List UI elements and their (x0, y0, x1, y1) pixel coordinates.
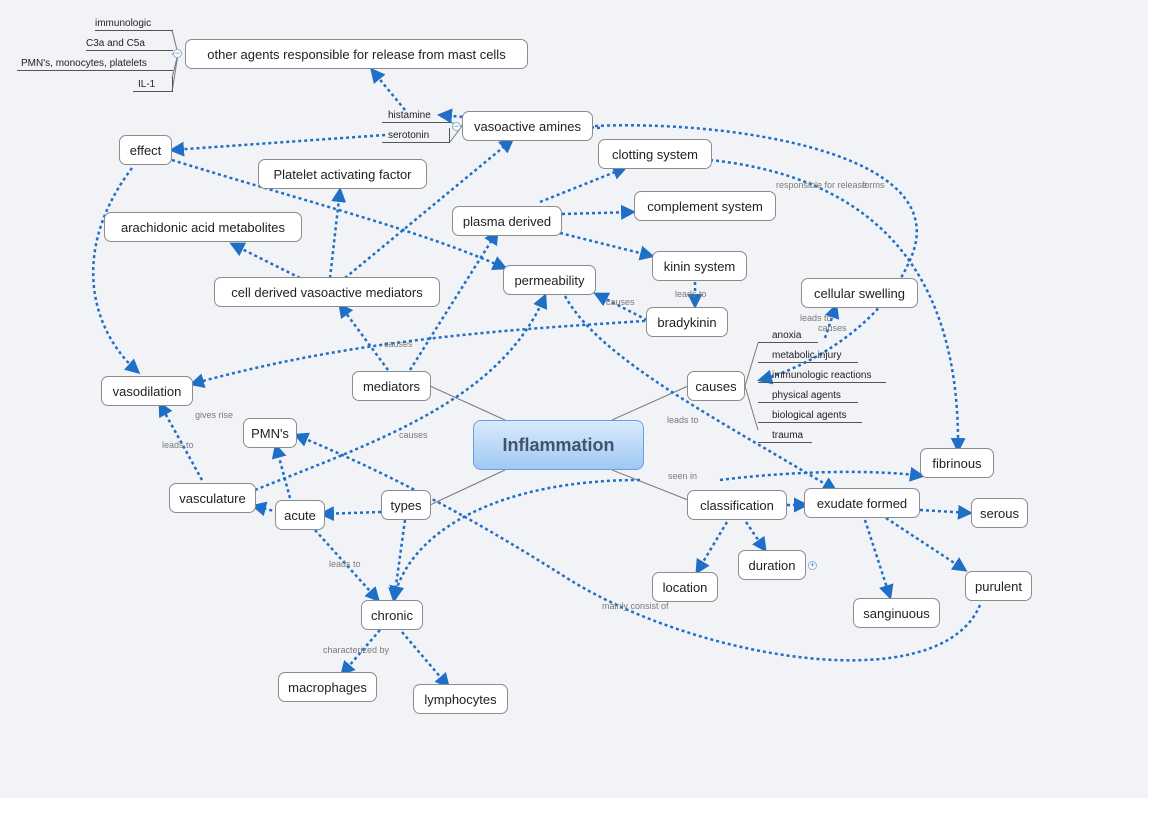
node-sanginuous[interactable]: sanginuous (853, 598, 940, 628)
central-topic[interactable]: Inflammation (473, 420, 644, 470)
link-label: leads to (162, 440, 194, 450)
mast-agent-item[interactable]: C3a and C5a (86, 36, 173, 51)
node-duration[interactable]: duration (738, 550, 806, 580)
node-permeability[interactable]: permeability (503, 265, 596, 295)
cause-item[interactable]: anoxia (758, 328, 818, 343)
node-types[interactable]: types (381, 490, 431, 520)
node-serous[interactable]: serous (971, 498, 1028, 528)
node-vasoactive-amines[interactable]: vasoactive amines (462, 111, 593, 141)
node-bradykinin[interactable]: bradykinin (646, 307, 728, 337)
amine-item[interactable]: histamine (382, 108, 450, 123)
link-label: leads to (675, 289, 707, 299)
node-acute[interactable]: acute (275, 500, 325, 530)
link-label: leads to (667, 415, 699, 425)
link-label: leads to (329, 559, 361, 569)
link-label: responsible for release (776, 180, 868, 190)
expand-toggle-icon[interactable]: + (808, 560, 817, 570)
link-label: causes (606, 297, 635, 307)
node-macrophages[interactable]: macrophages (278, 672, 377, 702)
mast-agent-item[interactable]: IL-1 (133, 77, 173, 92)
node-kinin-system[interactable]: kinin system (652, 251, 747, 281)
node-causes[interactable]: causes (687, 371, 745, 401)
node-platelet-activating-factor[interactable]: Platelet activating factor (258, 159, 427, 189)
node-pmns[interactable]: PMN's (243, 418, 297, 448)
link-label: characterized by (323, 645, 390, 655)
node-cell-derived-mediators[interactable]: cell derived vasoactive mediators (214, 277, 440, 307)
node-lymphocytes[interactable]: lymphocytes (413, 684, 508, 714)
node-vasodilation[interactable]: vasodilation (101, 376, 193, 406)
link-label: seen in (668, 471, 698, 481)
node-complement-system[interactable]: complement system (634, 191, 776, 221)
node-exudate-formed[interactable]: exudate formed (804, 488, 920, 518)
mast-agent-item[interactable]: PMN's, monocytes, platelets (17, 56, 173, 71)
node-plasma-derived[interactable]: plasma derived (452, 206, 562, 236)
link-label: causes (399, 430, 428, 440)
cause-item[interactable]: trauma (758, 428, 812, 443)
cause-item[interactable]: immunologic reactions (758, 368, 886, 383)
node-vasculature[interactable]: vasculature (169, 483, 256, 513)
mind-map-canvas: − − + immunologic C3a and C5a PMN's, mon… (0, 0, 1148, 798)
node-purulent[interactable]: purulent (965, 571, 1032, 601)
cause-item[interactable]: physical agents (758, 388, 858, 403)
link-label: causes (818, 323, 847, 333)
link-label: forms (862, 180, 885, 190)
node-cellular-swelling[interactable]: cellular swelling (801, 278, 918, 308)
link-label: causes (384, 339, 413, 349)
collapse-toggle-icon[interactable]: − (173, 48, 182, 58)
cause-item[interactable]: metabolic injury (758, 348, 858, 363)
node-arachidonic-acid[interactable]: arachidonic acid metabolites (104, 212, 302, 242)
node-chronic[interactable]: chronic (361, 600, 423, 630)
node-fibrinous[interactable]: fibrinous (920, 448, 994, 478)
node-location[interactable]: location (652, 572, 718, 602)
link-label: leads to (800, 313, 832, 323)
node-classification[interactable]: classification (687, 490, 787, 520)
amine-item[interactable]: serotonin (382, 128, 450, 143)
collapse-toggle-icon[interactable]: − (452, 121, 461, 131)
mast-agent-item[interactable]: immunologic (95, 16, 173, 31)
node-mediators[interactable]: mediators (352, 371, 431, 401)
link-label: mainly consist of (602, 601, 669, 611)
link-label: gives rise (195, 410, 234, 420)
cause-item[interactable]: biological agents (758, 408, 862, 423)
node-other-agents[interactable]: other agents responsible for release fro… (185, 39, 528, 69)
node-effect[interactable]: effect (119, 135, 172, 165)
node-clotting-system[interactable]: clotting system (598, 139, 712, 169)
